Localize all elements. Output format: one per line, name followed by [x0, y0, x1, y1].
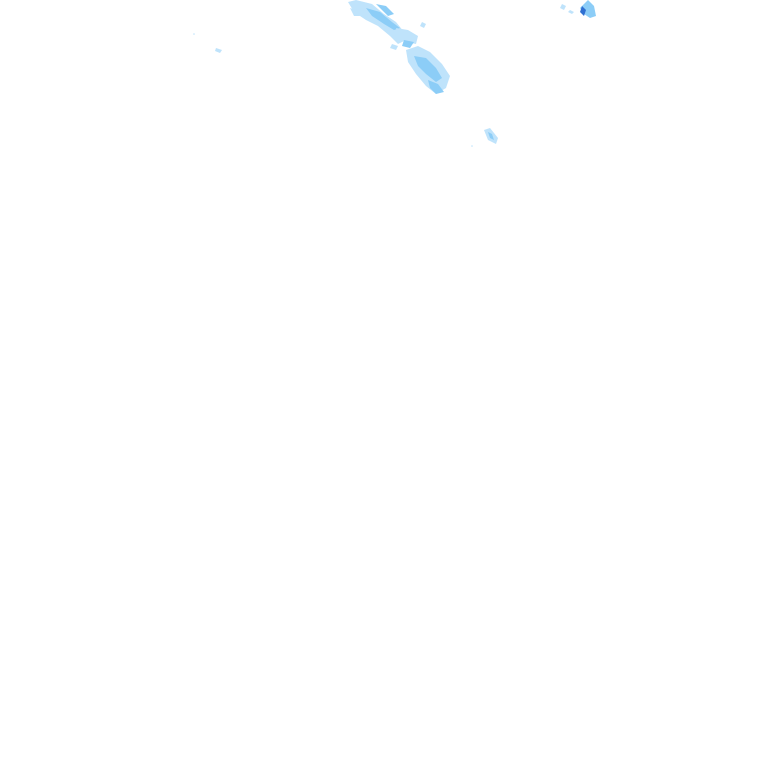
- precipitation-cell-northeast: [560, 0, 596, 18]
- precipitation-cell: [348, 0, 406, 44]
- precipitation-speck: [215, 48, 222, 53]
- precipitation-cell: [420, 22, 426, 28]
- precipitation-cell: [560, 4, 566, 10]
- precipitation-cell: [350, 8, 360, 16]
- precipitation-speck: [193, 33, 195, 35]
- precipitation-cell: [414, 56, 442, 82]
- precipitation-cell: [580, 6, 586, 16]
- precipitation-specks: [193, 33, 473, 147]
- precipitation-cell: [376, 4, 394, 16]
- precipitation-cell: [366, 8, 400, 30]
- precipitation-speck: [471, 145, 473, 147]
- precipitation-cell: [568, 10, 574, 14]
- precipitation-band-main: [348, 0, 450, 94]
- precipitation-cell-isolated: [484, 128, 498, 144]
- precipitation-cell: [488, 132, 494, 140]
- precipitation-cell: [390, 44, 398, 50]
- precipitation-cell: [428, 80, 444, 94]
- precipitation-cell: [402, 40, 414, 48]
- precipitation-cell: [396, 28, 418, 44]
